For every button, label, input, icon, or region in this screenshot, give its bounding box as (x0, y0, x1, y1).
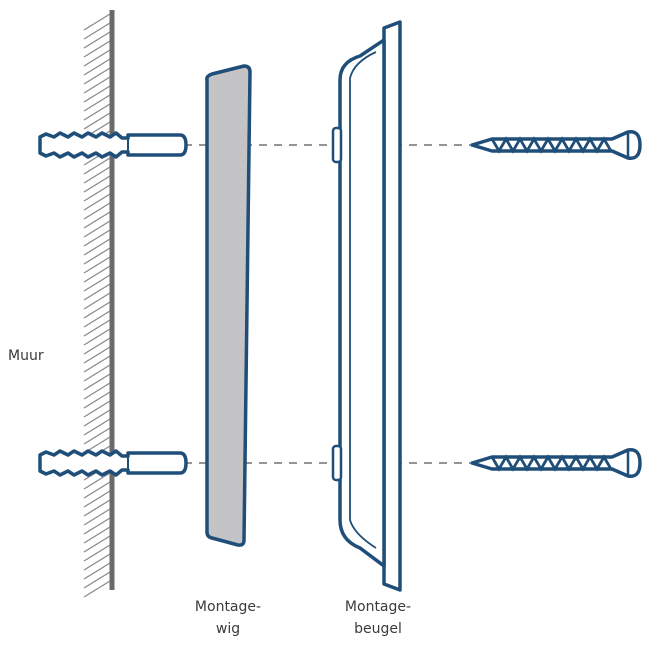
wall-plug-icon (38, 131, 188, 159)
mounting-bracket-label: Montage- beugel (330, 596, 426, 640)
mounting-bracket-label-line1: Montage- (344, 599, 412, 615)
mounting-wedge-label-line1: Montage- (194, 599, 262, 615)
mounting-bracket-icon (331, 20, 402, 592)
wall-plug-icon (38, 449, 188, 477)
wall-hatch-icon (83, 10, 115, 598)
screw-icon (470, 448, 642, 478)
mounting-wedge-label-line2: wig (215, 621, 241, 637)
wall-label: Muur (8, 348, 44, 364)
mounting-wedge-label: Montage- wig (180, 596, 276, 640)
screw-icon (470, 130, 642, 160)
mounting-wedge-icon (205, 64, 252, 547)
mounting-bracket-label-line2: beugel (354, 621, 402, 637)
